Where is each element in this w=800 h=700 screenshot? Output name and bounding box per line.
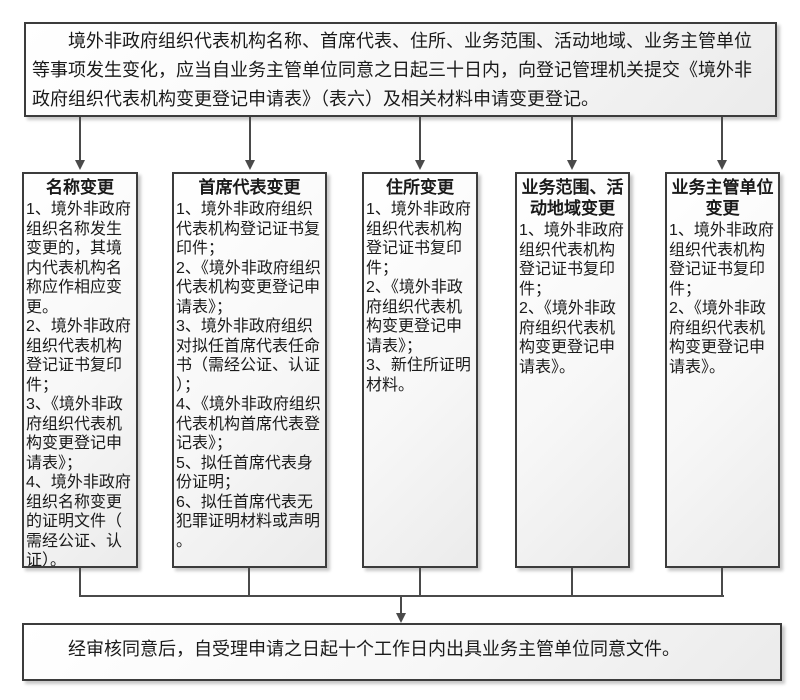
- arrow-head-to-result: [396, 613, 406, 623]
- requirements-list: 1、境外非政府组织代表机构登记证书复印件；2、《境外非政府组织代表机构变更登记申…: [364, 200, 476, 395]
- requirement-item: 2、《境外非政府组织代表机构变更登记申请表》。: [669, 300, 766, 376]
- requirement-item: 4、《境外非政府组织代表机构首席代表登记表》；: [176, 396, 321, 452]
- intro-box: 境外非政府组织代表机构名称、首席代表、住所、业务范围、活动地域、业务主管单位 等…: [24, 22, 777, 117]
- arrow-head-to-supervisory-unit-change: [717, 160, 727, 170]
- box-title: 业务范围、活动地域变更: [521, 178, 624, 218]
- box-title: 业务主管单位变更: [671, 178, 774, 218]
- requirement-item: 4、境外非政府组织名称变更的证明文件（需经公证、认证）。: [26, 474, 131, 568]
- arrow-head-to-domicile-change: [415, 160, 425, 170]
- stub-line-name-change: [79, 568, 81, 596]
- requirement-item: 3、《境外非政府组织代表机构变更登记申请表》；: [26, 396, 123, 472]
- requirement-item: 6、拟任首席代表无犯罪证明材料或声明。: [176, 493, 321, 550]
- change-box-domicile: 住所变更 1、境外非政府组织代表机构登记证书复印件；2、《境外非政府组织代表机构…: [362, 172, 478, 568]
- requirement-item: 1、境外非政府组织代表机构登记证书复印件；: [669, 222, 774, 298]
- change-box-chief-representative: 首席代表变更 1、境外非政府组织代表机构登记证书复印件；2、《境外非政府组织代表…: [172, 172, 327, 568]
- box-title: 住所变更: [386, 178, 454, 197]
- stub-line-chief-rep-change: [248, 568, 250, 596]
- requirements-list: 1、境外非政府组织代表机构登记证书复印件；2、《境外非政府组织代表机构变更登记申…: [667, 221, 778, 377]
- arrow-head-to-name-change: [75, 160, 85, 170]
- requirement-item: 2、《境外非政府组织代表机构变更登记申请表》。: [519, 300, 616, 376]
- requirement-item: 1、境外非政府组织代表机构登记证书复印件；: [366, 201, 471, 277]
- arrow-line-to-scope-area-change: [571, 117, 573, 160]
- box-title: 首席代表变更: [198, 178, 301, 197]
- requirement-item: 1、境外非政府组织代表机构登记证书复印件；: [176, 201, 321, 257]
- requirement-item: 2、《境外非政府组织代表机构变更登记申请表》；: [176, 259, 321, 316]
- requirement-item: 1、境外非政府组织名称发生变更的，其境内代表机构名称应作相应变更。: [26, 201, 131, 316]
- arrow-head-to-chief-rep-change: [245, 160, 255, 170]
- requirement-item: 3、境外非政府组织对拟任首席代表任命书（需经公证、认证）；: [176, 318, 321, 394]
- arrow-head-to-scope-area-change: [567, 160, 577, 170]
- change-box-name: 名称变更 1、境外非政府组织名称发生变更的，其境内代表机构名称应作相应变更。2、…: [22, 172, 138, 568]
- requirements-list: 1、境外非政府组织代表机构登记证书复印件；2、《境外非政府组织代表机构变更登记申…: [174, 200, 325, 551]
- arrow-line-to-name-change: [79, 117, 81, 160]
- requirement-item: 5、拟任首席代表身份证明；: [176, 454, 313, 492]
- box-title: 名称变更: [46, 178, 114, 197]
- arrow-line-to-supervisory-unit-change: [721, 117, 723, 160]
- arrow-line-to-domicile-change: [419, 117, 421, 160]
- requirement-item: 1、境外非政府组织代表机构登记证书复印件；: [519, 222, 624, 298]
- stub-line-domicile-change: [419, 568, 421, 596]
- change-box-scope-area: 业务范围、活动地域变更 1、境外非政府组织代表机构登记证书复印件；2、《境外非政…: [515, 172, 630, 568]
- stub-line-scope-area-change: [571, 568, 573, 596]
- arrow-line-to-chief-rep-change: [249, 117, 251, 160]
- requirement-item: 3、新住所证明材料。: [366, 357, 471, 394]
- requirements-list: 1、境外非政府组织代表机构登记证书复印件；2、《境外非政府组织代表机构变更登记申…: [517, 221, 628, 377]
- requirements-list: 1、境外非政府组织名称发生变更的，其境内代表机构名称应作相应变更。2、境外非政府…: [24, 200, 136, 568]
- change-box-supervisory-unit: 业务主管单位变更 1、境外非政府组织代表机构登记证书复印件；2、《境外非政府组织…: [665, 172, 780, 568]
- requirement-item: 2、《境外非政府组织代表机构变更登记申请表》；: [366, 279, 463, 355]
- requirement-item: 2、境外非政府组织代表机构登记证书复印件；: [26, 318, 131, 394]
- result-box: 经审核同意后，自受理申请之日起十个工作日内出具业务主管单位同意文件。: [22, 623, 782, 681]
- stub-line-supervisory-unit-change: [721, 568, 723, 596]
- arrow-line-to-result: [400, 595, 402, 615]
